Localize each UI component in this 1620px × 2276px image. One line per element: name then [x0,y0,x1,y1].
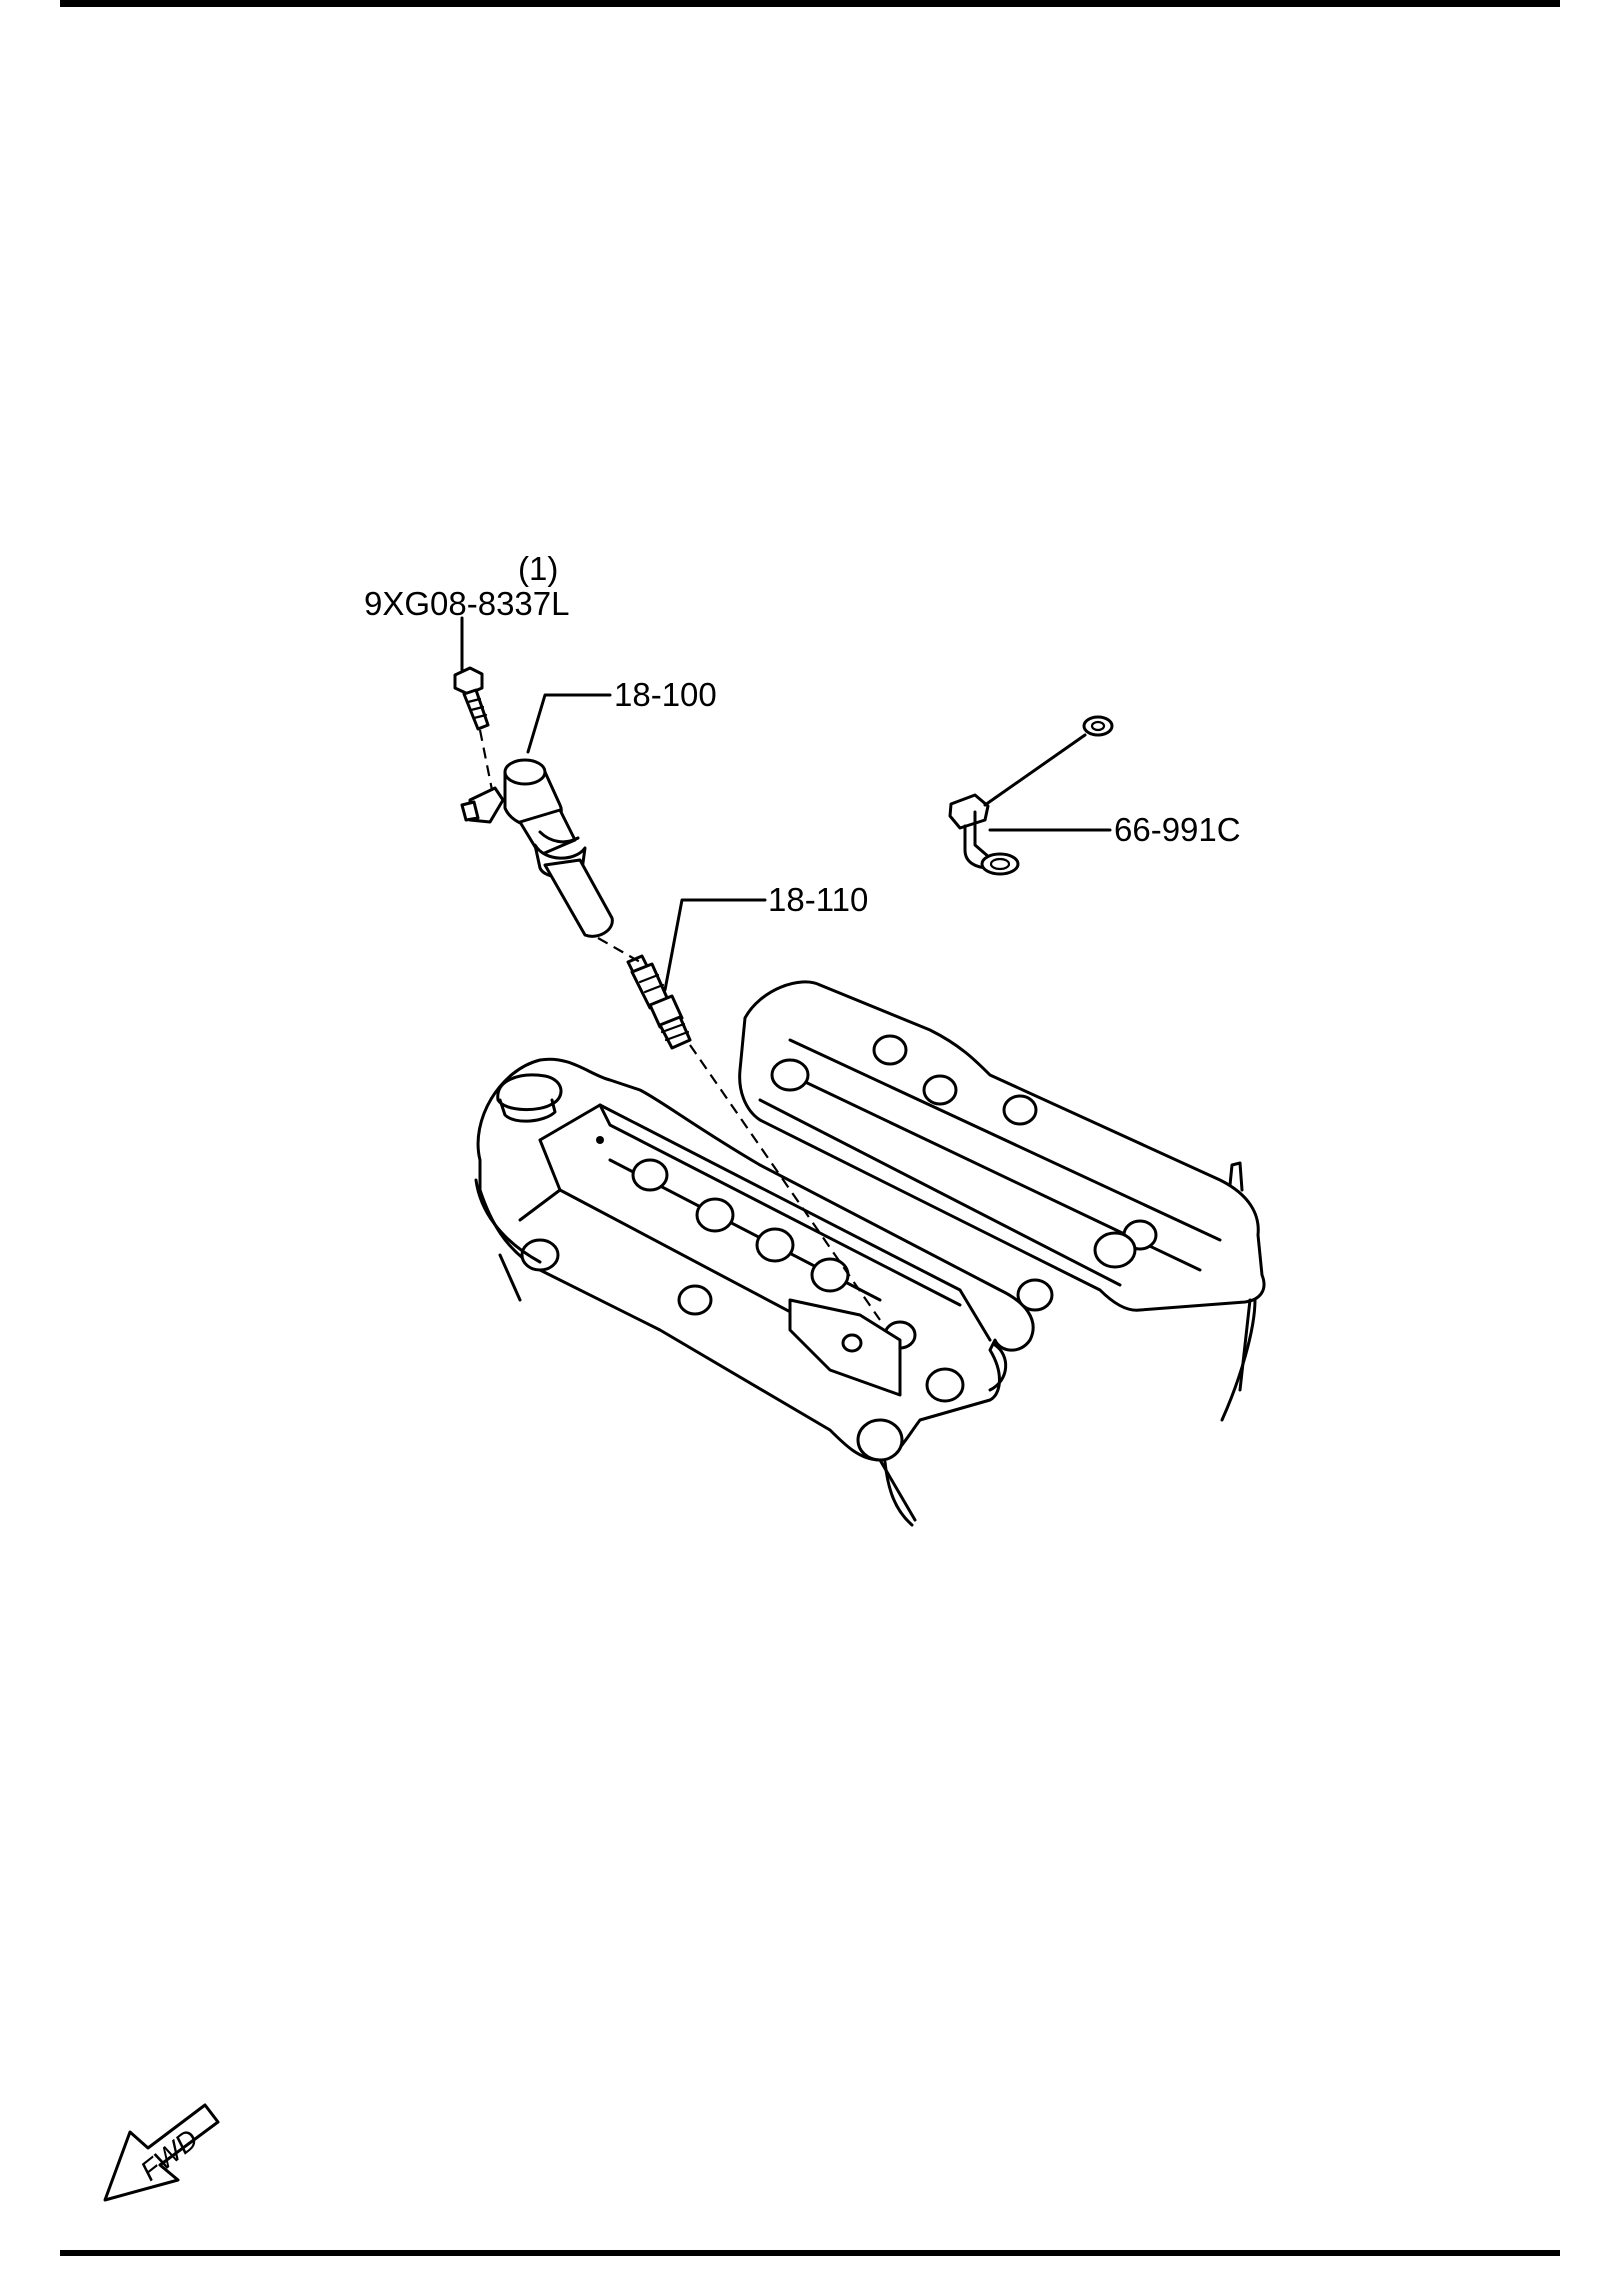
bolt-quantity-label: (1) [518,550,558,587]
top-rule [60,0,1560,7]
bolt-to-coil-line [478,729,494,791]
bottom-rule [60,2250,1560,2256]
harness-bracket-part [948,715,1114,876]
coil-to-plug-line [597,937,641,963]
ignition-coil-part [460,758,614,938]
harness-bracket-part-number-label: 66-991C [1114,811,1241,848]
spark-plug-part-number-label: 18-110 [768,881,868,918]
fwd-arrow-icon: FWD [103,2103,220,2202]
cylinder-head-cover [474,980,1266,1527]
plug-to-head-line [689,1044,881,1321]
bolt-part-number-label: 9XG08-8337L [364,585,570,622]
bolt-part [453,666,490,731]
spark-plug-part [626,954,692,1050]
ignition-coil-part-number-label: 18-100 [614,676,717,713]
